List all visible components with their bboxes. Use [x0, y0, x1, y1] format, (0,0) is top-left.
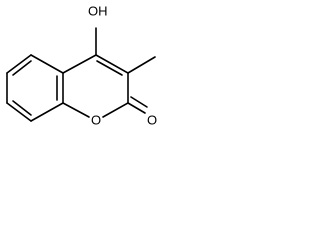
- bond-c5-c6: [6, 54, 32, 74]
- chemical-structure: OH O O: [6, 3, 157, 127]
- bond-c2-carbonyl-double: [130, 96, 148, 108]
- bond-c4a-c4: [62, 54, 97, 74]
- ring-oxygen-label: O: [91, 112, 101, 127]
- bond-c3-methyl: [127, 56, 156, 74]
- bond-c7-c8: [6, 102, 32, 122]
- carbonyl-oxygen-label: O: [147, 112, 157, 127]
- bond-c4a-c5: [30, 54, 64, 74]
- bond-c5-c6-inner: [12, 60, 32, 76]
- hydroxyl-label: OH: [88, 3, 108, 18]
- bond-c8-c8a: [30, 102, 64, 122]
- bond-c2-carbonyl: [127, 102, 146, 114]
- bond-c4-c3: [95, 54, 129, 74]
- bond-c4-c3-inner: [96, 60, 123, 76]
- benzene-ring: [6, 54, 64, 122]
- bond-c7-c8-inner: [12, 100, 32, 116]
- pyranone-ring: [62, 54, 129, 118]
- bond-c2-o1: [102, 102, 129, 118]
- bond-o1-c8a: [62, 102, 90, 118]
